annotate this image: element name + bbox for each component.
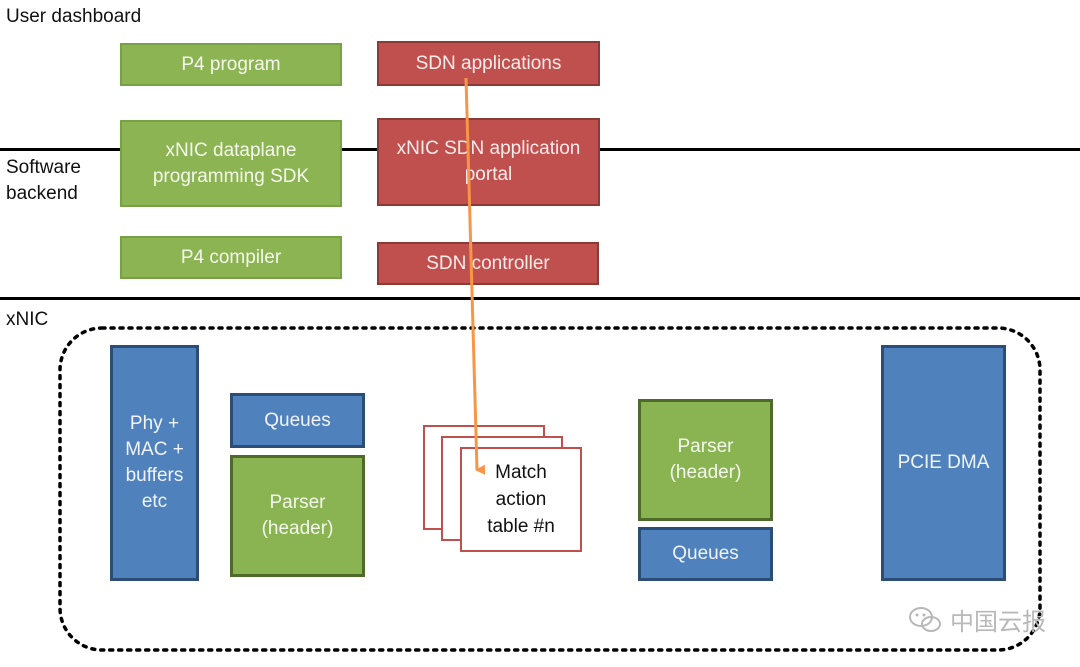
layer-label-user-dashboard: User dashboard xyxy=(6,6,142,27)
p4-compiler-box: P4 compiler xyxy=(120,236,342,279)
sdn-portal-box: xNIC SDN application portal xyxy=(377,118,600,206)
watermark-text: 中国云报 xyxy=(950,608,1046,636)
watermark: 中国云报 xyxy=(908,602,1046,637)
xnic-sdk-box: xNIC dataplane programming SDK xyxy=(120,120,342,207)
layer-divider-bottom xyxy=(0,297,1080,300)
match-action-table-front: Match action table #n xyxy=(460,447,582,552)
sdn-controller-box: SDN controller xyxy=(377,242,599,285)
sdn-flow-arrow xyxy=(464,77,486,475)
sdn-applications-box: SDN applications xyxy=(377,41,600,86)
parser-right-box: Parser (header) xyxy=(638,399,773,521)
layer-label-software-backend: Software backend xyxy=(6,157,81,204)
layer-label-xnic: xNIC xyxy=(6,309,49,330)
p4-program-box: P4 program xyxy=(120,43,342,86)
parser-left-box: Parser (header) xyxy=(230,455,365,577)
queues-right-box: Queues xyxy=(638,527,773,581)
pcie-dma-box: PCIE DMA xyxy=(881,345,1006,581)
xnic-boundary xyxy=(58,326,1042,652)
wechat-icon xyxy=(909,606,941,632)
queues-left-box: Queues xyxy=(230,393,365,448)
phy-mac-buffers-box: Phy + MAC + buffers etc xyxy=(110,345,199,581)
